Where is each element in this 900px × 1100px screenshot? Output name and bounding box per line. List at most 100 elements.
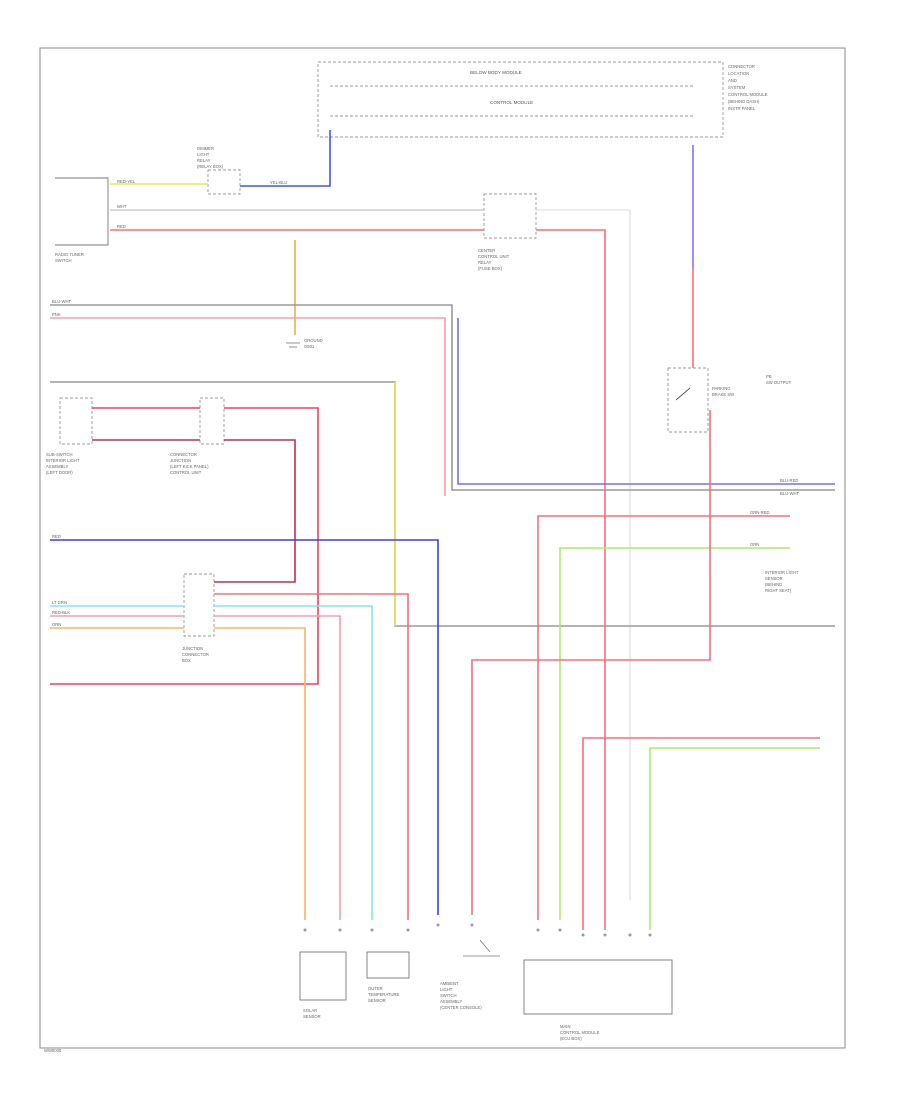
svg-text:GRN: GRN: [750, 542, 759, 547]
svg-text:CONTROL UNIT: CONTROL UNIT: [478, 254, 510, 259]
svg-text:AMBIENT: AMBIENT: [440, 981, 459, 986]
svg-text:(FUSE BOX): (FUSE BOX): [478, 266, 503, 271]
center-control-relay: CENTER CONTROL UNIT RELAY (FUSE BOX): [478, 193, 537, 271]
top-bus: BELOW BODY MODULE CONTROL MODULE CONNECT…: [317, 61, 768, 138]
svg-text:BOX: BOX: [182, 658, 191, 663]
svg-text:MAIN: MAIN: [560, 1024, 570, 1029]
svg-text:RED-YEL: RED-YEL: [117, 179, 136, 184]
dimmer-light-relay: DIMMER LIGHT RELAY (RELAY BOX): [197, 146, 241, 195]
svg-text:JUNCTION: JUNCTION: [170, 458, 191, 463]
svg-text:(LEFT DOOR): (LEFT DOOR): [46, 470, 73, 475]
wire-red-pair-2: [50, 407, 319, 685]
svg-text:PNK: PNK: [52, 312, 61, 317]
svg-text:SWITCH: SWITCH: [440, 993, 457, 998]
svg-text:BLU-WHT: BLU-WHT: [52, 299, 72, 304]
svg-text:CONTROL MODULE: CONTROL MODULE: [560, 1030, 600, 1035]
mid-junction-connector: JUNCTION CONNECTOR BOX: [182, 573, 215, 663]
svg-text:(BEHIND DASH): (BEHIND DASH): [728, 99, 760, 104]
svg-text:CONNECTOR: CONNECTOR: [728, 64, 755, 69]
svg-text:RADIO TUNER: RADIO TUNER: [55, 252, 84, 257]
svg-text:CONNECTOR: CONNECTOR: [182, 652, 209, 657]
ambient-light-switch: AMBIENT LIGHT SWITCH ASSEMBLY (CENTER CO…: [440, 939, 500, 1010]
wire-blue-long: [457, 318, 835, 485]
solar-sensor: SOLAR SENSOR: [299, 951, 347, 1019]
svg-text:GRN-RED: GRN-RED: [750, 510, 770, 515]
wire-blue-top: [240, 130, 331, 187]
svg-text:RED-BLK: RED-BLK: [52, 610, 70, 615]
svg-text:SENSOR: SENSOR: [303, 1014, 321, 1019]
svg-text:RELAY: RELAY: [197, 158, 211, 163]
svg-text:G501: G501: [304, 344, 315, 349]
svg-text:LIGHT: LIGHT: [197, 152, 210, 157]
svg-text:SW OUTPUT: SW OUTPUT: [766, 380, 792, 385]
svg-text:CENTER: CENTER: [478, 248, 495, 253]
wire-green-low: [649, 747, 820, 930]
svg-text:LT GRN: LT GRN: [52, 600, 67, 605]
svg-text:CONNECTOR: CONNECTOR: [170, 452, 197, 457]
svg-text:SENSOR: SENSOR: [765, 576, 783, 581]
svg-text:SOLAR: SOLAR: [303, 1008, 317, 1013]
svg-text:AND: AND: [728, 78, 737, 83]
svg-text:(RELAY BOX): (RELAY BOX): [197, 164, 224, 169]
wire-green-right: [559, 547, 790, 920]
radio-tuner-switch: RADIO TUNER SWITCH: [55, 177, 109, 263]
footer-code: WW0000: [44, 1048, 62, 1053]
left-junction-connector: CONNECTOR JUNCTION (LEFT KICK PANEL) CON…: [170, 397, 225, 475]
svg-text:GROUND: GROUND: [304, 338, 323, 343]
svg-text:INTERIOR LIGHT: INTERIOR LIGHT: [46, 458, 80, 463]
wire-red-right-mid: [537, 515, 790, 920]
ground-symbol: GROUND G501: [286, 338, 323, 349]
svg-text:RED: RED: [117, 224, 126, 229]
right-interior-sensor: INTERIOR LIGHT SENSOR (BEHIND RIGHT SEAT…: [765, 570, 799, 593]
svg-text:LOCATION: LOCATION: [728, 71, 749, 76]
wire-white-2: [536, 209, 631, 900]
svg-text:BLU-WHT: BLU-WHT: [780, 491, 800, 496]
svg-text:PB: PB: [766, 374, 772, 379]
svg-text:CONTROL MODULE: CONTROL MODULE: [490, 100, 533, 105]
wire-pink-mid-2: [214, 615, 341, 920]
wire-red-mid: [214, 593, 409, 920]
wire-red-pb: [471, 410, 711, 915]
svg-text:ASSEMBLY: ASSEMBLY: [46, 464, 68, 469]
svg-text:CONTROL MODULE: CONTROL MODULE: [728, 92, 768, 97]
svg-text:PARKING: PARKING: [712, 386, 731, 391]
svg-text:ASSEMBLY: ASSEMBLY: [440, 999, 462, 1004]
svg-text:SUB-SWITCH: SUB-SWITCH: [46, 452, 73, 457]
left-sub-switch: SUB-SWITCH INTERIOR LIGHT ASSEMBLY (LEFT…: [46, 397, 93, 475]
wire-red-low: [582, 737, 820, 930]
svg-text:SYSTEM: SYSTEM: [728, 85, 746, 90]
svg-text:LIGHT: LIGHT: [440, 987, 453, 992]
wire-pink-long: [50, 317, 446, 496]
diagram-frame: [39, 47, 846, 1049]
svg-text:SENSOR: SENSOR: [368, 998, 386, 1003]
main-control-module: MAIN CONTROL MODULE (ECU BOX): [523, 959, 673, 1041]
svg-text:RED: RED: [52, 534, 61, 539]
svg-text:CONTROL UNIT: CONTROL UNIT: [170, 470, 202, 475]
svg-text:INSTR PANEL: INSTR PANEL: [728, 106, 756, 111]
svg-text:(CENTER CONSOLE): (CENTER CONSOLE): [440, 1005, 482, 1010]
svg-text:(ECU BOX): (ECU BOX): [560, 1036, 582, 1041]
svg-text:BELOW BODY MODULE: BELOW BODY MODULE: [470, 70, 522, 75]
svg-text:JUNCTION: JUNCTION: [182, 646, 203, 651]
wire-orange-2: [214, 627, 306, 920]
svg-text:DIMMER: DIMMER: [197, 146, 214, 151]
svg-text:OUTER: OUTER: [368, 986, 383, 991]
wire-red-right: [536, 229, 606, 930]
svg-text:(BEHIND: (BEHIND: [765, 582, 782, 587]
svg-text:INTERIOR LIGHT: INTERIOR LIGHT: [765, 570, 799, 575]
svg-text:BLU-RED: BLU-RED: [780, 478, 798, 483]
svg-text:SWITCH: SWITCH: [55, 258, 72, 263]
svg-text:RELAY: RELAY: [478, 260, 492, 265]
wires: [50, 130, 835, 930]
wire-gray-long: [50, 304, 835, 491]
svg-text:YEL-BLU: YEL-BLU: [270, 180, 287, 185]
wire-gray-left: [50, 381, 835, 627]
wire-cyan-2: [214, 605, 373, 920]
svg-text:TEMPERATURE: TEMPERATURE: [368, 992, 400, 997]
svg-text:(LEFT KICK PANEL): (LEFT KICK PANEL): [170, 464, 209, 469]
svg-text:BRAKE SW: BRAKE SW: [712, 392, 734, 397]
svg-text:WHT: WHT: [117, 204, 127, 209]
right-top-label: CONNECTOR LOCATION AND SYSTEM CONTROL MO…: [728, 64, 768, 111]
wire-darkred-2: [214, 439, 296, 583]
